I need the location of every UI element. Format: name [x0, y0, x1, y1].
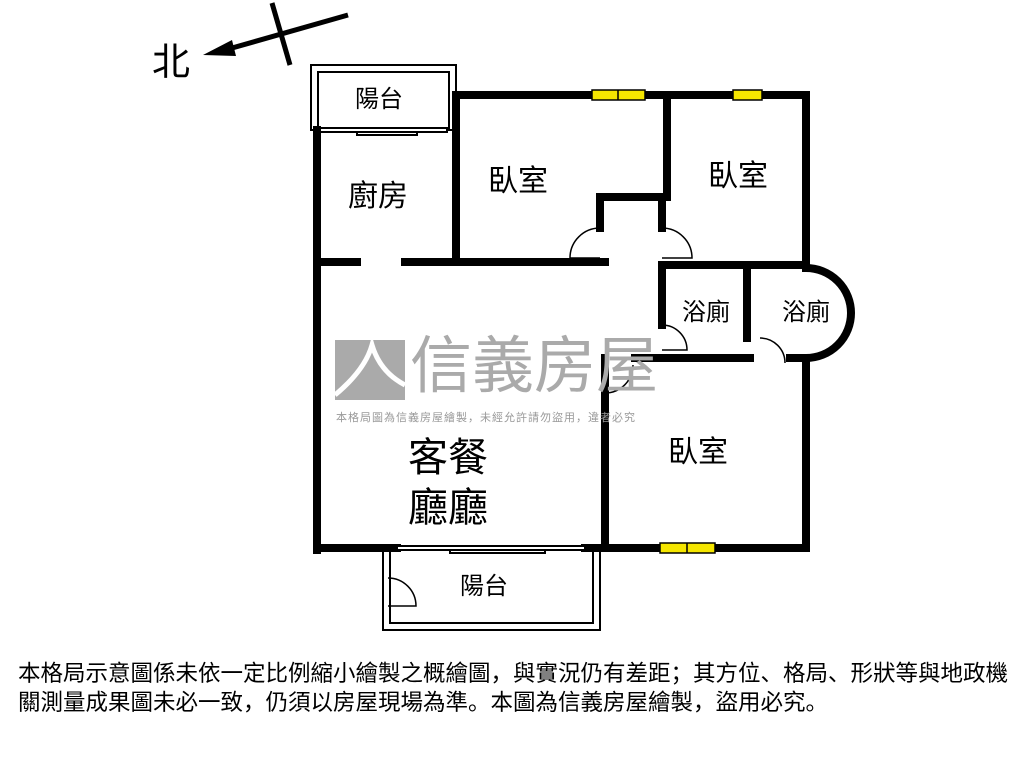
north-arrow-icon [203, 2, 349, 66]
room-label-kitchen: 廚房 [348, 179, 408, 214]
room-label-balcony-bottom: 陽台 [460, 572, 508, 600]
room-label-bath-1: 浴廁 [682, 298, 730, 326]
door-swings [387, 227, 786, 607]
compass-label: 北 [152, 40, 191, 84]
room-label-balcony-top: 陽台 [355, 85, 403, 113]
room-label-bedroom-3: 臥室 [668, 435, 728, 470]
windows [591, 89, 763, 554]
watermark-brand: 信義房屋 [410, 329, 659, 402]
room-label-bath-2: 浴廁 [782, 298, 830, 326]
room-label-living-dining: 客餐 [408, 435, 488, 481]
room-label-bedroom-2: 臥室 [708, 159, 768, 194]
disclaimer-text: 本格局示意圖係未依一定比例縮小繪製之概繪圖，與實況仍有差距；其方位、格局、形狀等… [18, 661, 1009, 716]
room-label-bedroom-1: 臥室 [488, 164, 548, 199]
room-label-living-dining-2: 廳廳 [408, 485, 488, 531]
watermark-notice: 本格局圖為信義房屋繪製，未經允許請勿盜用，違者必究 [336, 411, 636, 424]
walls [310, 64, 855, 631]
sliding-doors [319, 127, 586, 554]
brand-logo-watermark [333, 335, 407, 400]
